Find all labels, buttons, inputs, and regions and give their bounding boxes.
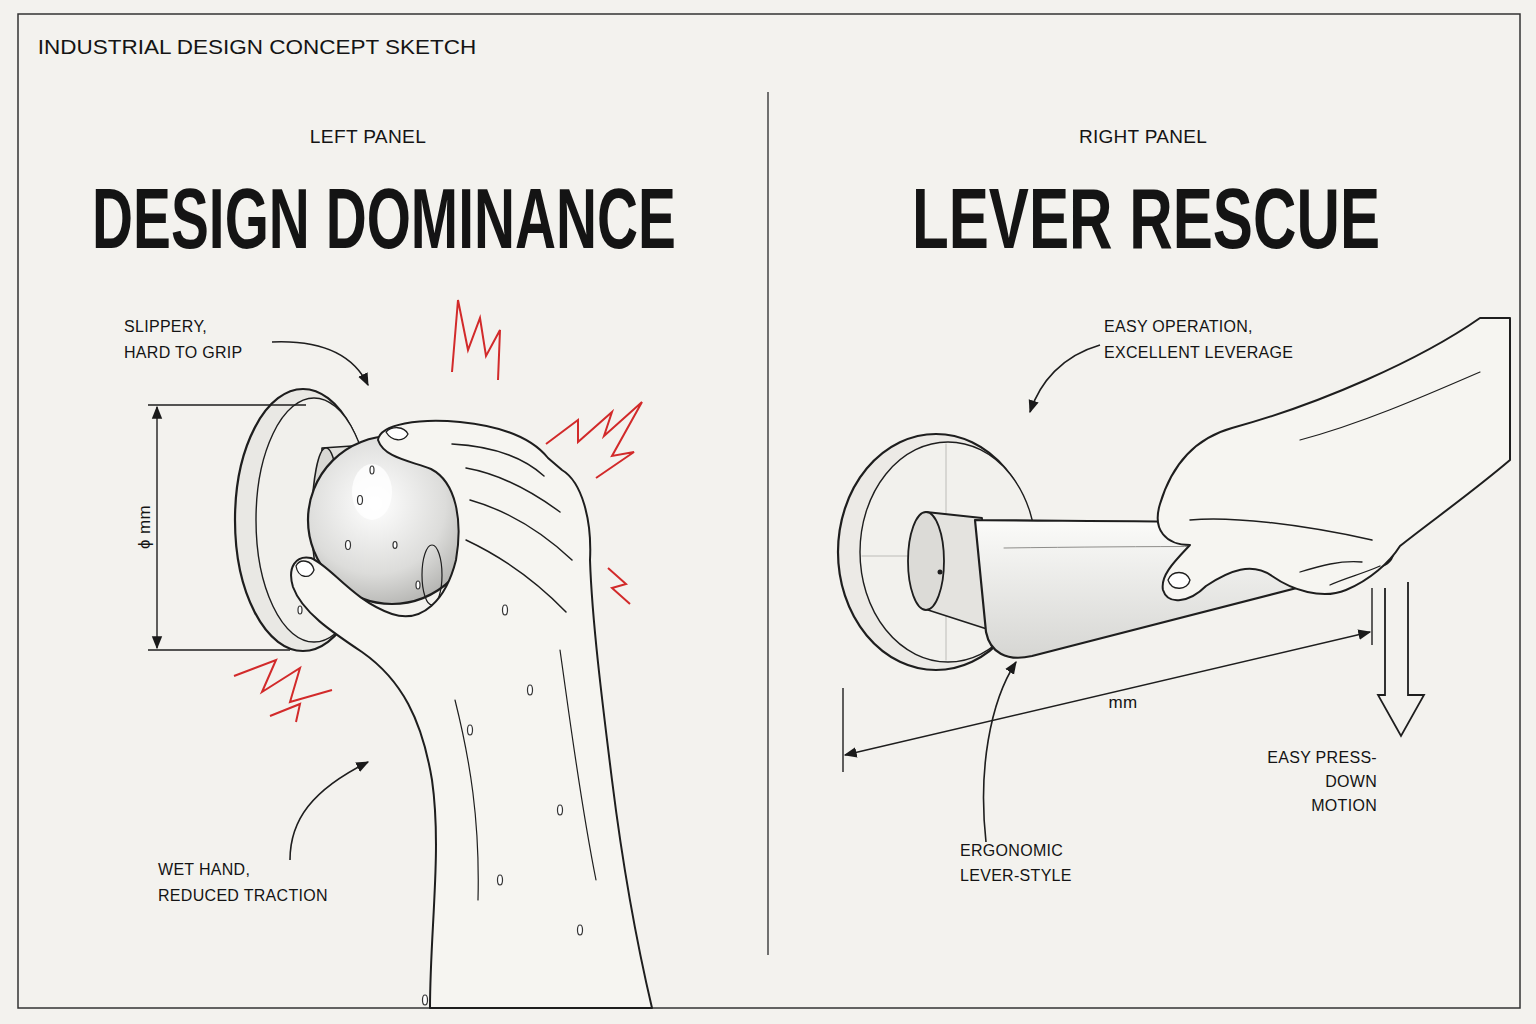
callout-note: EASY OPERATION, EXCELLENT LEVERAGE (1104, 314, 1309, 366)
finger-line (452, 444, 544, 476)
finger-line (1300, 562, 1362, 572)
fingernail (386, 428, 408, 440)
diameter-dimension (148, 405, 306, 650)
thumbnail (296, 561, 314, 576)
strain-mark (234, 660, 332, 702)
strain-mark (452, 300, 500, 380)
extension-line (842, 688, 843, 772)
water-drop (468, 725, 473, 735)
dimension-label: ϕ mm (135, 501, 155, 553)
extension-line (148, 649, 290, 650)
extension-line (1371, 588, 1372, 645)
extension-line (148, 404, 306, 405)
water-drop (423, 995, 428, 1005)
leader-line (1030, 345, 1100, 412)
water-drop (503, 605, 508, 615)
water-drop (578, 925, 583, 935)
water-drop (370, 466, 374, 474)
panel-label: RIGHT PANEL (1079, 126, 1207, 148)
finger-line (466, 468, 560, 512)
callout-note: ERGONOMIC LEVER-STYLE (960, 838, 1085, 888)
water-drop (558, 805, 563, 815)
finger-line (470, 500, 572, 560)
water-drop (346, 541, 351, 550)
set-screw (938, 570, 943, 575)
sheet-frame (18, 14, 1520, 1008)
strain-mark (608, 568, 630, 604)
hand-outline (291, 421, 652, 1008)
dimension-line (156, 407, 157, 648)
water-drop (416, 581, 420, 589)
water-drops (298, 466, 583, 1005)
wrist-tendon (455, 700, 478, 900)
callout-note: EASY PRESS-DOWN MOTION (1262, 746, 1377, 818)
strain-mark (270, 704, 300, 722)
wrist-tendon (560, 650, 596, 880)
leader-line (272, 342, 368, 385)
water-drop (358, 496, 363, 505)
knob-highlight (352, 464, 392, 520)
dimension-line (845, 632, 1370, 755)
finger-line (1190, 519, 1372, 540)
arm-contour (1300, 372, 1480, 440)
water-drop (393, 542, 397, 549)
dimension-label: mm (1109, 693, 1138, 713)
finger-line (1330, 566, 1380, 585)
water-drop (528, 685, 533, 695)
length-dimension (843, 588, 1372, 772)
strain-marks (234, 300, 642, 722)
water-drop (498, 875, 503, 885)
panel-divider (767, 92, 769, 955)
strain-mark (546, 402, 642, 478)
leader-line (984, 662, 1016, 842)
water-drop (298, 606, 302, 614)
thumbnail (1168, 573, 1190, 589)
knob-spindle (422, 545, 442, 605)
press-down-arrow (1378, 582, 1424, 736)
wet-hand (291, 421, 652, 1008)
callout-note: SLIPPERY, HARD TO GRIP (124, 314, 252, 366)
panel-heading: DESIGN DOMINANCE (92, 169, 676, 268)
panel-heading: LEVER RESCUE (912, 169, 1380, 268)
panel-label: LEFT PANEL (310, 126, 426, 148)
leader-line (290, 762, 368, 860)
callout-note: WET HAND, REDUCED TRACTION (158, 857, 336, 909)
finger-line (466, 540, 566, 612)
sheet-title: INDUSTRIAL DESIGN CONCEPT SKETCH (38, 35, 477, 59)
lever-neck-ring (908, 512, 944, 610)
